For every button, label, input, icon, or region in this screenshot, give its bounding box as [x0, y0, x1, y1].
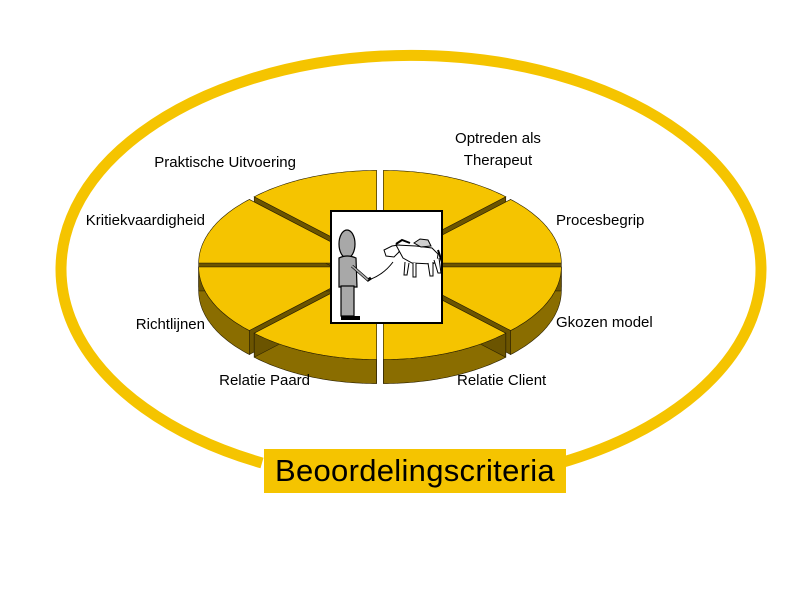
label-optreden-line1: Optreden als — [455, 130, 541, 147]
person-icon — [338, 229, 372, 320]
label-kritiekvaardigheid: Kritiekvaardigheid — [86, 212, 205, 229]
horse-icon — [383, 238, 443, 278]
label-relatie-paard: Relatie Paard — [219, 372, 310, 389]
label-procesbegrip: Procesbegrip — [556, 212, 644, 229]
label-relatie-client: Relatie Client — [457, 372, 547, 389]
label-optreden-line2: Therapeut — [464, 152, 533, 169]
diagram-title: Beoordelingscriteria — [275, 453, 555, 488]
lead-rope-icon — [370, 261, 394, 280]
segment-labels: Optreden als Therapeut Procesbegrip Gkoz… — [86, 130, 653, 389]
outer-ring — [55, 49, 767, 469]
title-banner: Beoordelingscriteria — [264, 449, 566, 493]
center-panel — [330, 210, 443, 324]
label-gekozen-model: Gkozen model — [556, 314, 653, 331]
label-richtlijnen: Richtlijnen — [136, 316, 205, 333]
label-praktische-uitvoering: Praktische Uitvoering — [154, 154, 296, 171]
wedge-top-5 — [198, 266, 372, 331]
wedge-top-6 — [198, 199, 372, 264]
